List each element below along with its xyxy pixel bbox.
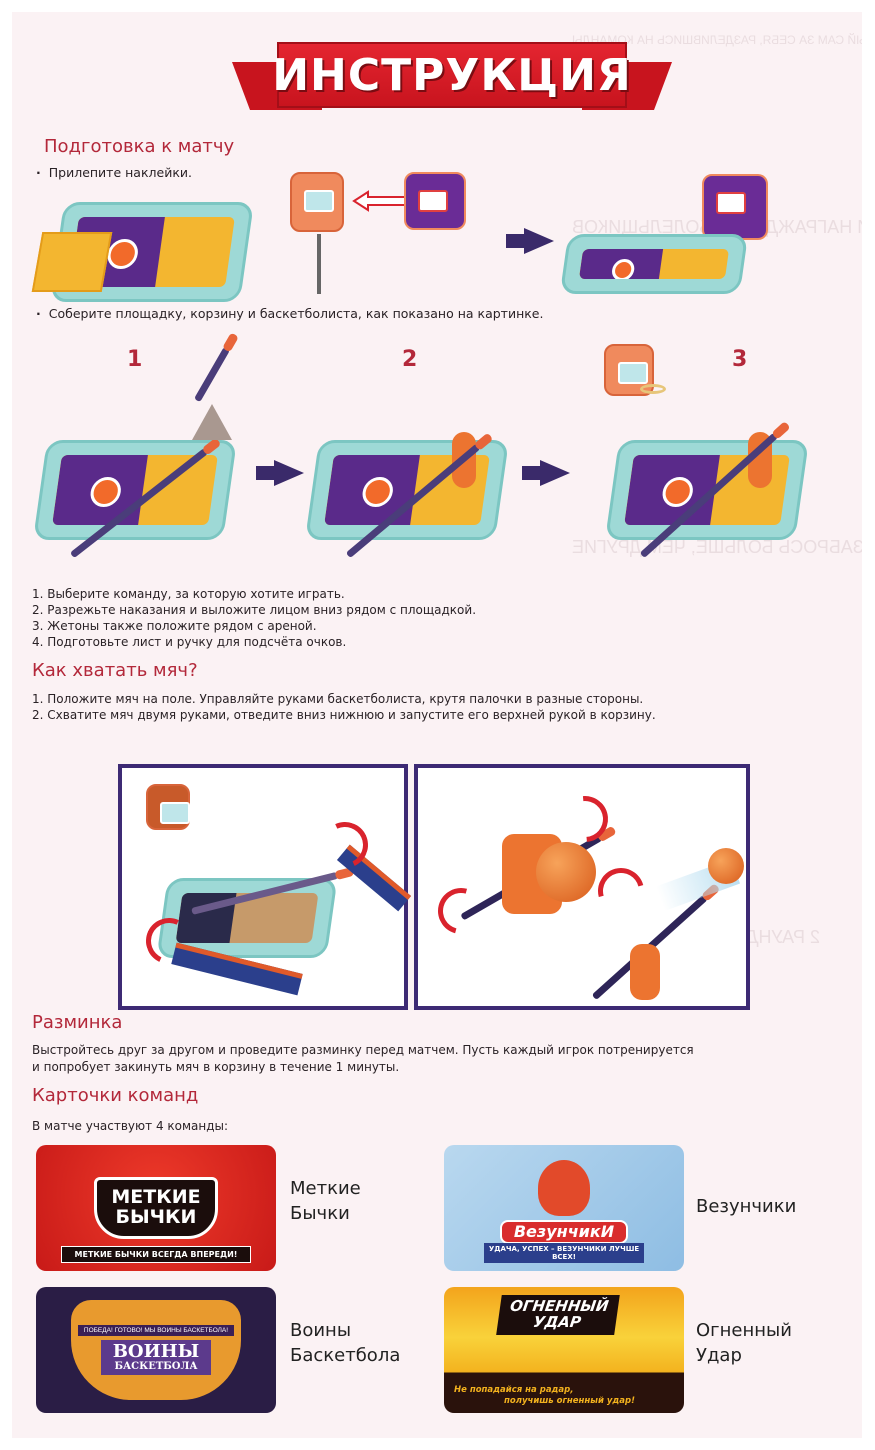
team-cards-intro: В матче участвуют 4 команды:	[32, 1119, 229, 1133]
instruction-stickers: Прилепите наклейки.	[36, 164, 192, 182]
list-item: 1. Положите мяч на поле. Управляйте рука…	[32, 692, 644, 706]
team-card-voiny-basketbola: ПОБЕДА! ГОТОВО! МЫ ВОИНЫ БАСКЕТБОЛА! ВОИ…	[36, 1287, 276, 1413]
rotate-arrow-icon	[429, 879, 493, 943]
arrow-right-icon	[506, 228, 554, 254]
player-figure-illustration	[630, 944, 660, 1000]
team-slogan: УДАЧА, УСПЕХ – ВЕЗУНЧИКИ ЛУЧШЕ ВСЕХ!	[484, 1243, 644, 1263]
list-item: 1. Выберите команду, за которую хотите и…	[32, 587, 345, 601]
basketball-illustration	[708, 848, 744, 884]
pole-illustration	[317, 234, 321, 294]
rod-illustration	[193, 346, 231, 403]
list-item: 4. Подготовьте лист и ручку для подсчёта…	[32, 635, 347, 649]
banner-main: ИНСТРУКЦИЯ	[272, 42, 631, 108]
step-number: 3	[732, 347, 748, 372]
preparation-steps-list: 1. Выберите команду, за которую хотите и…	[32, 586, 476, 650]
team-logo: МЕТКИЕ БЫЧКИ	[94, 1177, 218, 1239]
section-heading-team-cards: Карточки команд	[32, 1085, 199, 1106]
team-name: Огненный Удар	[696, 1320, 792, 1367]
arrow-left-icon	[352, 190, 407, 212]
grab-steps-list: 1. Положите мяч на поле. Управляйте рука…	[32, 691, 656, 723]
lever-illustration	[192, 404, 232, 440]
team-slogan: Не попадайся на радар, получишь огненный…	[454, 1384, 635, 1406]
step-number: 2	[402, 347, 418, 372]
panel-hand-control	[118, 764, 412, 1010]
basketball-illustration	[536, 842, 596, 902]
team-card-vezunchiki: ВезунчикИ УДАЧА, УСПЕХ – ВЕЗУНЧИКИ ЛУЧШЕ…	[444, 1145, 684, 1271]
assembled-court-illustration	[559, 234, 749, 294]
team-slogan: ПОБЕДА! ГОТОВО! МЫ ВОИНЫ БАСКЕТБОЛА!	[77, 1324, 235, 1336]
instruction-sheet: ИГРАЙ КАЖДЫЙ САМ ЗА СЕБЯ, РАЗДЕЛИВШИСЬ Н…	[12, 12, 862, 1438]
list-item: 2. Разрежьте наказания и выложите лицом …	[32, 603, 477, 617]
section-heading-preparation: Подготовка к матчу	[44, 136, 235, 157]
team-name: Везунчики	[696, 1196, 797, 1217]
team-shield-icon: ПОБЕДА! ГОТОВО! МЫ ВОИНЫ БАСКЕТБОЛА! ВОИ…	[71, 1300, 241, 1400]
hoop-ring-illustration	[640, 384, 666, 394]
team-name: Воины Баскетбола	[290, 1320, 401, 1367]
court-step-2	[304, 440, 510, 540]
team-logo: ВезунчикИ	[499, 1219, 629, 1245]
assembled-backboard-illustration	[702, 174, 768, 240]
court-step-3	[604, 440, 810, 540]
warmup-text-line-2: и попробует закинуть мяч в корзину в теч…	[32, 1060, 400, 1074]
list-item: 3. Жетоны также положите рядом с ареной.	[32, 619, 317, 633]
section-heading-warmup: Разминка	[32, 1012, 123, 1033]
instruction-assemble: Соберите площадку, корзину и баскетболис…	[36, 305, 544, 323]
team-logo: ВОИНЫ БАСКЕТБОЛА	[100, 1339, 212, 1376]
title-banner: ИНСТРУКЦИЯ	[232, 32, 672, 122]
court-step-1	[32, 440, 238, 540]
list-item: 2. Схватите мяч двумя руками, отведите в…	[32, 708, 656, 722]
warmup-text-line-1: Выстройтесь друг за другом и проведите р…	[32, 1043, 694, 1057]
panel-throw-ball	[414, 764, 750, 1010]
team-name: Меткие Бычки	[290, 1178, 361, 1225]
team-slogan: МЕТКИЕ БЫЧКИ ВСЕГДА ВПЕРЕДИ!	[61, 1246, 251, 1263]
sticker-sheet-illustration	[404, 172, 466, 230]
backboard-illustration	[146, 784, 190, 830]
rotate-arrow-icon	[589, 859, 653, 923]
monkey-mascot-icon	[538, 1159, 590, 1216]
team-logo: ОГНЕННЫЙ УДАР	[496, 1295, 621, 1335]
backboard-illustration	[290, 172, 344, 232]
page-title: ИНСТРУКЦИЯ	[272, 49, 632, 101]
step-number: 1	[127, 347, 143, 372]
arrow-right-icon	[256, 460, 304, 486]
team-card-ognenny-udar: ОГНЕННЫЙ УДАР Не попадайся на радар, пол…	[444, 1287, 684, 1413]
section-heading-how-to-grab: Как хватать мяч?	[32, 660, 198, 681]
arrow-right-icon	[522, 460, 570, 486]
team-card-metkie-bychki: МЕТКИЕ БЫЧКИ МЕТКИЕ БЫЧКИ ВСЕГДА ВПЕРЕДИ…	[36, 1145, 276, 1271]
